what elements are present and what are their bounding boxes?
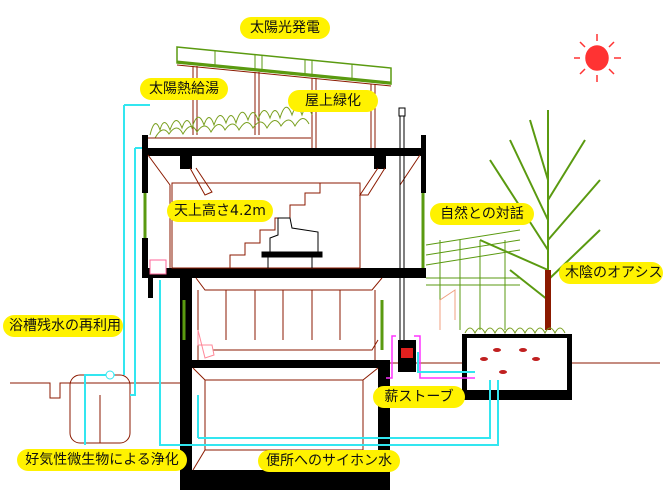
label-dialogue-with-nature: 自然との対話: [430, 203, 534, 225]
label-bath-water-reuse: 浴槽残水の再利用: [3, 315, 123, 337]
label-rooftop-greening: 屋上緑化: [288, 90, 378, 112]
pump-icon: [105, 370, 115, 380]
label-tree-shade-oasis: 木陰のオアシス: [559, 262, 663, 284]
wood-stove-icon: [386, 335, 475, 379]
bathtub-icon: [149, 259, 167, 275]
sun-icon: [574, 34, 621, 82]
label-toilet-siphon-water: 便所へのサイホン水: [258, 450, 400, 472]
toilet-icon: [197, 329, 215, 359]
water-pipes: [84, 104, 499, 446]
label-solar-hot-water: 太陽熱給湯: [140, 78, 228, 100]
interior-lines: [10, 154, 660, 471]
fish-icons: [480, 348, 540, 374]
pergola: [425, 229, 521, 330]
solar-panel: [176, 46, 392, 148]
piano-icon: [261, 217, 323, 268]
pond-greenery: [464, 327, 566, 335]
label-aerobic-purification: 好気性微生物による浄化: [17, 449, 187, 471]
label-solar-power: 太陽光発電: [240, 17, 330, 39]
rooftop-greenery: [149, 106, 313, 139]
chimney: [398, 107, 406, 340]
label-wood-stove: 薪ストーブ: [373, 386, 465, 408]
label-ceiling-height: 天上高さ4.2m: [167, 200, 273, 222]
